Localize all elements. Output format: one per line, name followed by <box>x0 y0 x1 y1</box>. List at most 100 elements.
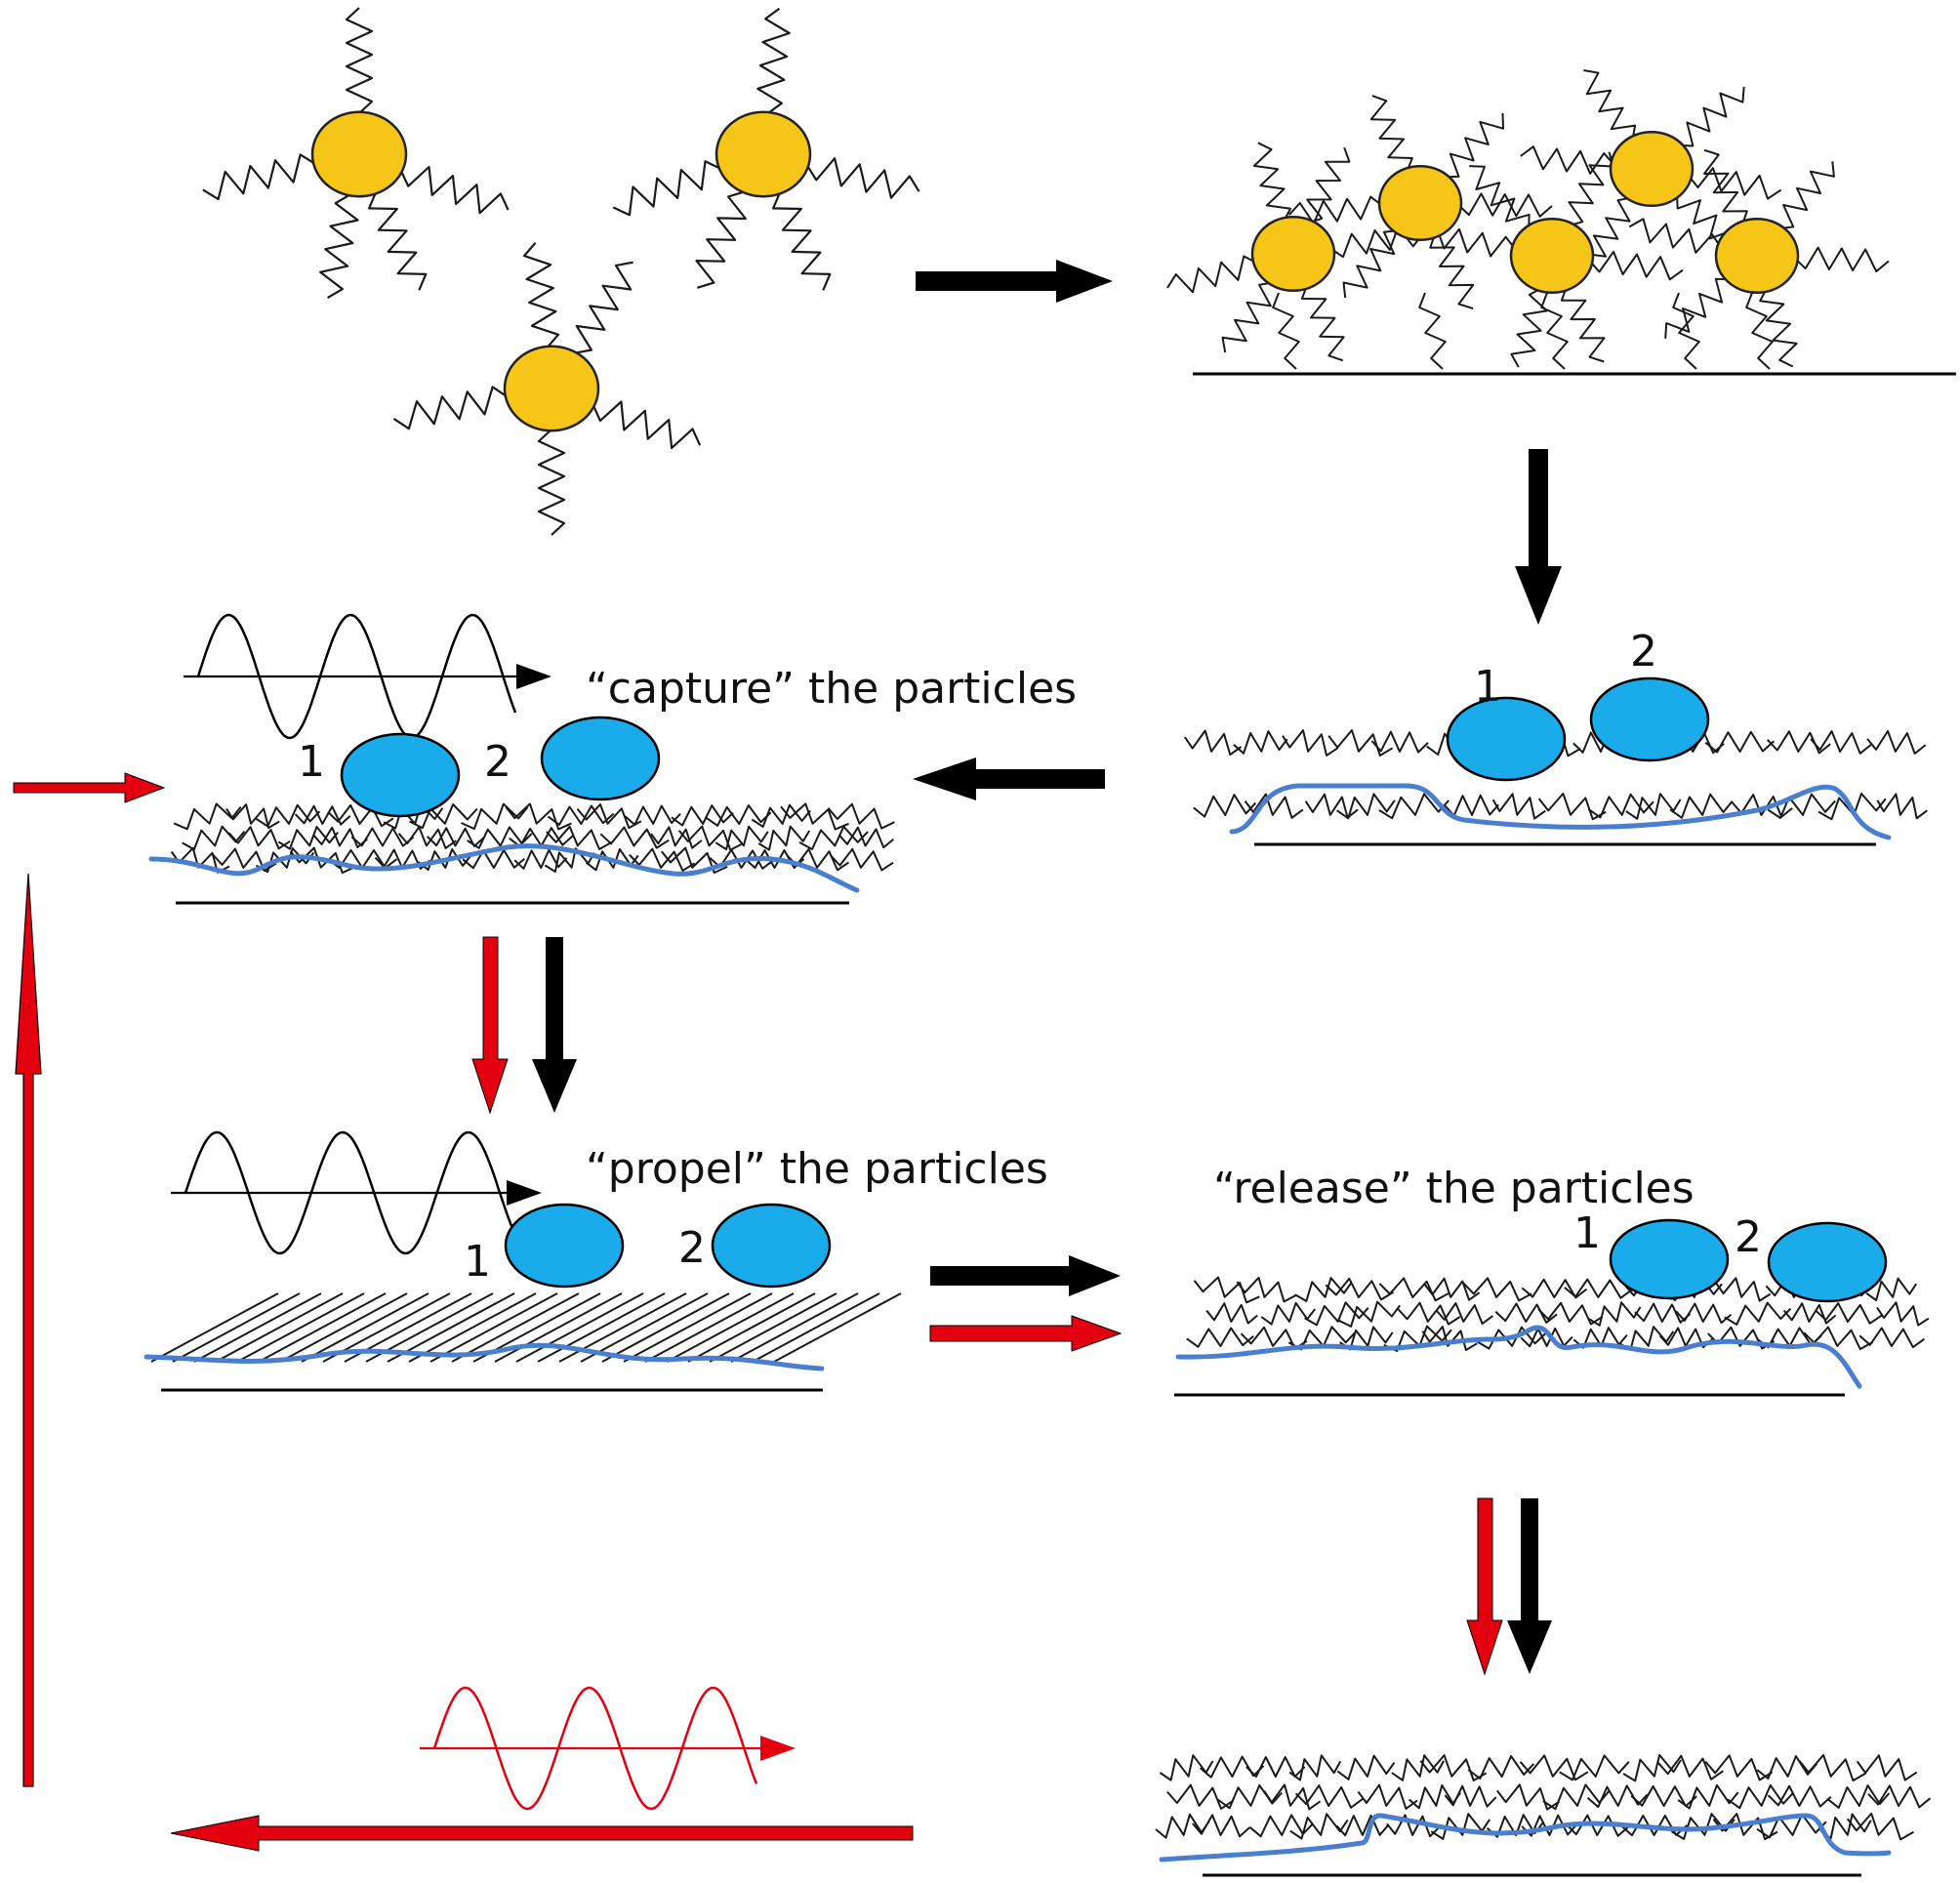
ligand-chain <box>1443 112 1504 179</box>
ligand-chain <box>671 804 734 827</box>
ligand-chain <box>1565 1814 1630 1837</box>
ligand-chain <box>429 1292 558 1363</box>
ligand-chain <box>1325 1277 1395 1301</box>
ligand-chain <box>1521 1278 1588 1299</box>
ligand-chain <box>397 826 457 849</box>
ligand-chain <box>1233 730 1288 755</box>
red-arrow-left-long <box>170 1815 914 1852</box>
nanoparticle <box>503 345 600 432</box>
ligand-chain <box>1289 1813 1349 1840</box>
ligand-chain <box>1846 1812 1914 1841</box>
ligand-chain <box>1777 161 1835 230</box>
ligand-chain <box>1703 148 1748 226</box>
ligand-chain <box>1858 1327 1925 1349</box>
ligand-chain <box>687 1292 816 1363</box>
ligand-chain <box>1672 292 1700 370</box>
ligand-chain <box>537 429 566 536</box>
ligand-chain <box>1186 1327 1254 1348</box>
ligand-chain <box>1421 1326 1478 1351</box>
ligand-chain <box>1328 225 1424 259</box>
step-arrow-right-2 <box>930 1255 1121 1296</box>
ligand-chain <box>1469 165 1531 230</box>
particle-number-label: 1 <box>298 737 325 787</box>
ligand-chain <box>1583 69 1637 142</box>
ligand-chain <box>294 804 351 826</box>
red-arrow-down-1 <box>471 936 509 1115</box>
ligand-chain <box>1767 1784 1832 1808</box>
ligand-chain <box>408 1292 537 1363</box>
ligand-chain <box>1236 1276 1296 1303</box>
ligand-chain <box>1519 1754 1589 1781</box>
propel-label: “propel” the particles <box>586 1144 1048 1194</box>
ligand-chain <box>644 1292 773 1363</box>
ligand-chain <box>757 825 811 851</box>
ligand-chain <box>1677 86 1745 147</box>
red-arrow-up-left <box>15 873 42 1787</box>
ligand-chain <box>1856 1754 1918 1781</box>
ligand-chain <box>1397 1301 1461 1326</box>
ligand-chain <box>1588 1301 1642 1327</box>
red-light-wave <box>420 1686 796 1811</box>
ligand-chain <box>592 400 702 450</box>
ligand-chain <box>461 802 529 831</box>
ligand-chain <box>1657 1754 1724 1781</box>
ligand-chain <box>1327 729 1394 757</box>
ligand-chain <box>827 802 895 830</box>
ligand-chain <box>1712 1813 1778 1841</box>
ligand-chain <box>1418 292 1447 370</box>
ligand-chain <box>1221 281 1275 353</box>
particle <box>1609 1218 1730 1300</box>
ligand-chain <box>1166 255 1259 294</box>
ligand-chain <box>1378 1277 1450 1302</box>
ligand-chain <box>1819 1813 1872 1840</box>
ligand-chain <box>1304 1301 1369 1327</box>
ligand-chain <box>1628 218 1723 254</box>
ligand-chain <box>650 826 703 849</box>
ligand-chain <box>1287 195 1384 225</box>
ligand-chain <box>1520 145 1615 175</box>
wave-arrowhead <box>507 1180 542 1206</box>
ligand-chain <box>1715 1277 1772 1302</box>
ligand-chain <box>1568 151 1614 227</box>
ligand-chain <box>451 1292 580 1363</box>
ligand-chain <box>1810 730 1872 755</box>
ligand-chain <box>202 153 316 201</box>
ligand-chain <box>1444 794 1499 817</box>
nanoparticle <box>310 110 408 198</box>
red-light-wave-icon <box>420 1686 796 1811</box>
light-wave-icon <box>171 1130 542 1255</box>
ligand-chain <box>1336 793 1396 820</box>
ligand-chain <box>256 847 315 874</box>
ligand-chain <box>418 848 471 871</box>
ligand-chain <box>1866 730 1927 755</box>
ligand-chain <box>752 1292 880 1363</box>
particle-number-label: 2 <box>1630 627 1657 676</box>
red-arrow-right-1 <box>929 1315 1123 1352</box>
ligand-chain <box>1876 793 1928 820</box>
ligand-chain <box>1496 1783 1560 1811</box>
ligand-chain <box>172 1292 301 1363</box>
ligand-chain <box>1663 1277 1723 1301</box>
ligand-chain <box>1294 1784 1364 1809</box>
step-arrow-left-1 <box>913 757 1105 800</box>
ligand-chain <box>1759 287 1798 368</box>
ligand-chain <box>1260 1301 1316 1326</box>
particle <box>540 716 661 801</box>
particle <box>1767 1221 1888 1303</box>
nanoparticle <box>1609 130 1695 208</box>
ligand-chain <box>1798 1754 1867 1782</box>
ligand-chain <box>1687 167 1782 200</box>
ligand-chain <box>462 848 525 870</box>
ligand-chain <box>576 803 642 830</box>
ligand-chain <box>580 1292 709 1363</box>
ligand-chain <box>1467 1755 1535 1780</box>
ligand-chain <box>1166 1783 1235 1810</box>
ligand-chain <box>1745 292 1774 370</box>
ligand-chain <box>1675 1302 1733 1325</box>
ligand-chain <box>547 804 615 826</box>
ligand-chain <box>193 1292 322 1363</box>
ligand-chain <box>1300 284 1345 362</box>
ligand-chain <box>327 803 394 828</box>
ligand-chain <box>505 802 572 831</box>
